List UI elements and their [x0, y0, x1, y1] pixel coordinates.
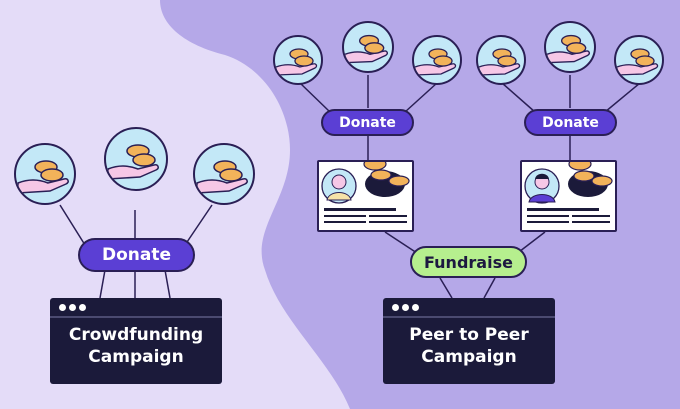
hand-coins-icon [412, 35, 462, 85]
browser-dots-icon [59, 304, 66, 311]
browser-dot [402, 304, 409, 311]
browser-titlebar [383, 298, 555, 318]
window-label-line2: Campaign [421, 347, 517, 367]
crowdfunding-campaign-window: Crowdfunding Campaign [50, 298, 222, 384]
browser-dot [79, 304, 86, 311]
browser-dot [412, 304, 419, 311]
peer-to-peer-campaign-window: Peer to Peer Campaign [383, 298, 555, 384]
fundraiser-card-right [520, 157, 617, 232]
window-label: Crowdfunding Campaign [50, 324, 222, 368]
hand-coins-icon [476, 35, 526, 85]
hand-coins-icon [193, 143, 255, 205]
browser-titlebar [50, 298, 222, 318]
donate-pill-crowdfunding: Donate [78, 238, 195, 272]
fundraiser-card-left [317, 157, 414, 232]
browser-dots-icon [392, 304, 399, 311]
donate-pill-right: Donate [524, 109, 617, 136]
hand-coins-icon [614, 35, 664, 85]
donate-pill-left: Donate [321, 109, 414, 136]
hand-coins-icon [14, 143, 76, 205]
window-label-line2: Campaign [88, 347, 184, 367]
hand-coins-icon [342, 21, 394, 73]
window-label-line1: Crowdfunding [68, 325, 204, 345]
fundraise-pill: Fundraise [410, 246, 527, 278]
window-label: Peer to Peer Campaign [383, 324, 555, 368]
hand-coins-icon [104, 127, 168, 191]
window-label-line1: Peer to Peer [409, 325, 529, 345]
hand-coins-icon [544, 21, 596, 73]
browser-dot [69, 304, 76, 311]
hand-coins-icon [273, 35, 323, 85]
